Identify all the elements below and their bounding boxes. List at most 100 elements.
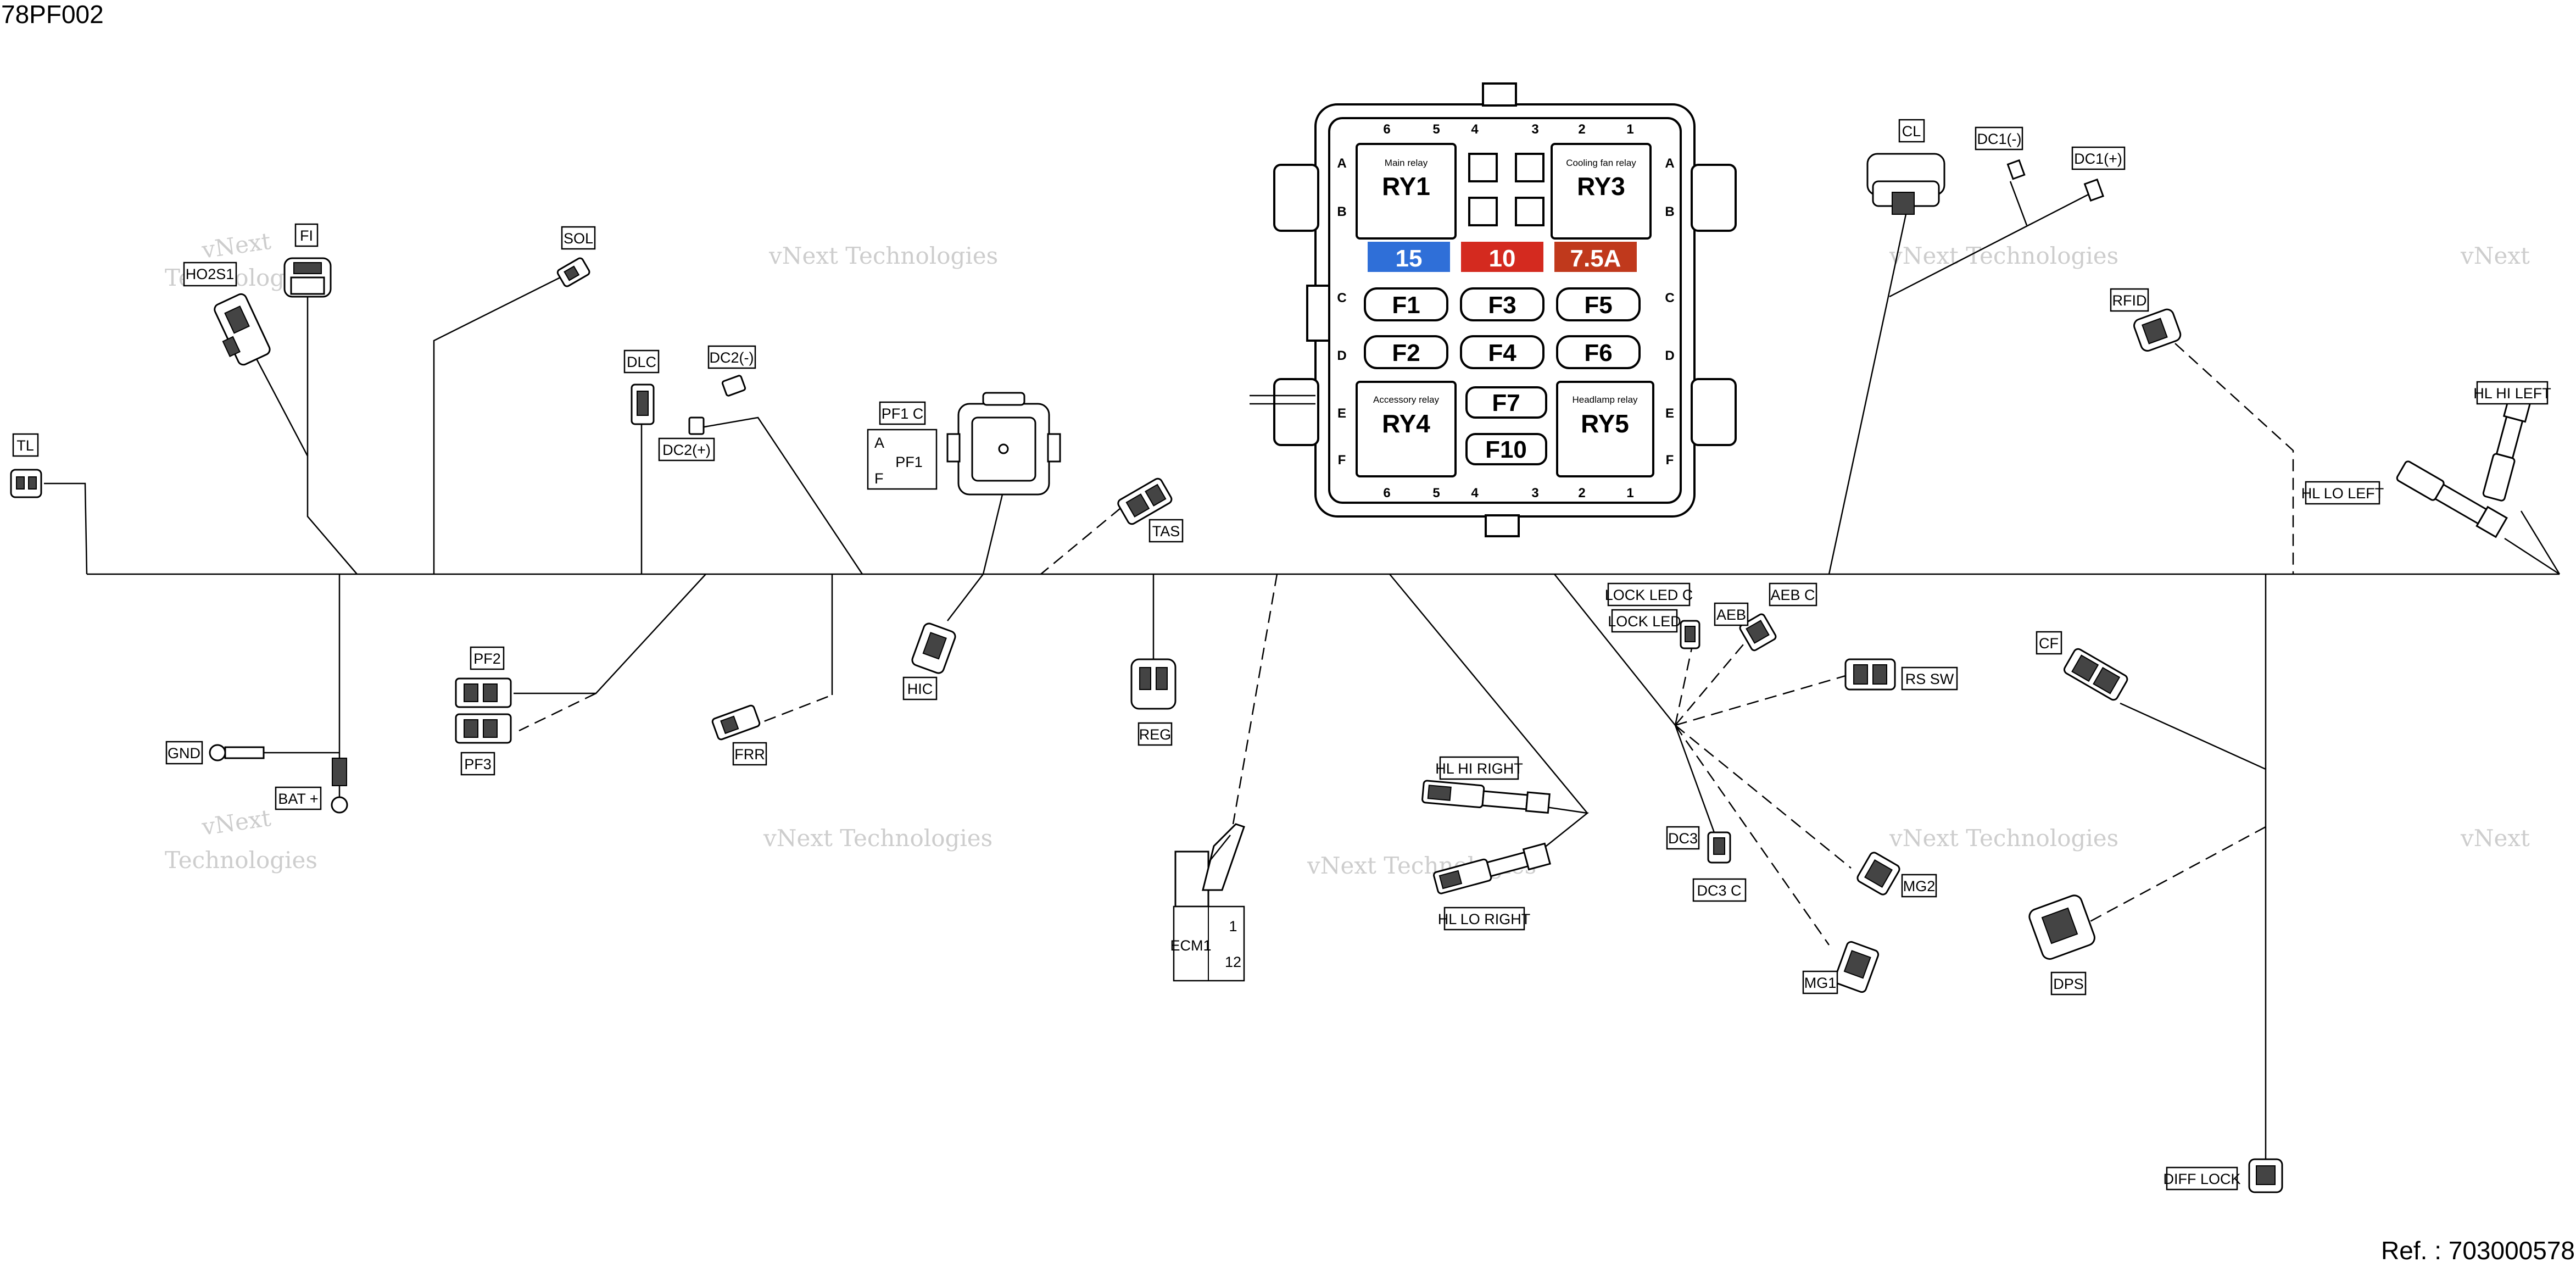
label-rfid: RFID [2112,292,2147,309]
ecm1-connector-icon [1174,823,1245,908]
row-right-a: A [1665,156,1674,171]
pin-top-5: 5 [1432,122,1440,137]
aeb-connector-icon [1739,613,1777,652]
watermark-line8: vNext Technologies [763,825,993,852]
wire-hl-lo-left [2504,537,2560,575]
wire-pf3 [518,692,596,732]
row-right-e: E [1665,406,1674,421]
watermark-line5: vNext [2460,242,2530,269]
label-bat-plus: BAT + [278,791,318,807]
label-hl-lo-left: HL LO LEFT [2301,485,2384,502]
dlc-connector-icon [631,383,655,425]
dc2-connector-icon [688,375,746,435]
fi-connector-icon [283,257,332,298]
watermark-line1: vNext [200,227,273,264]
pin-top-1: 1 [1626,122,1633,137]
label-dlc: DLC [627,354,656,370]
label-ho2s1: HO2S1 [186,266,235,282]
label-tl: TL [16,437,34,454]
wire-pf2 [514,574,706,694]
label-frr: FRR [734,746,765,763]
fuse-f6 [1556,335,1641,369]
label-aeb-c: AEB C [1770,587,1815,603]
pin-top-2: 2 [1578,122,1585,137]
row-left-e: E [1337,406,1346,421]
row-right-c: C [1665,291,1674,305]
relay-ry5 [1556,381,1654,477]
label-gnd: GND [168,745,200,761]
fuse-f10-label: F10 [1485,436,1527,463]
relay-ry3-desc: Cooling fan relay [1566,158,1636,168]
wire-tas [1040,508,1121,575]
relay-ry4-label: RY4 [1382,409,1430,438]
wire-mg2 [1675,725,1852,869]
wire-dc1 [1889,191,2093,298]
dc1-connector-icon [2006,159,2105,202]
wire-sol [433,276,561,574]
connector-glyphs [10,153,2532,1193]
fuse-f4-label: F4 [1488,340,1516,366]
wire-dps [2087,826,2266,924]
battery-terminal-icon [331,758,348,814]
gnd-ring-terminal-icon [209,744,265,761]
frr-connector-icon [711,704,761,741]
relay-ry4 [1356,381,1457,477]
cl-connector-icon [1866,153,1945,215]
pin-top-3: 3 [1531,122,1538,137]
hic-connector-icon [911,622,956,674]
hl-hi-left-connector-icon [2482,393,2532,502]
row-left-d: D [1337,348,1346,363]
label-reg: REG [1139,726,1172,743]
fuse-f6-label: F6 [1584,340,1612,366]
wire-aeb [1675,637,1750,726]
wire-cf [2120,702,2266,770]
wire-hl-hi-left [2520,510,2561,575]
fuse-f5 [1556,287,1641,321]
wire-ecm1 [1232,574,1278,825]
label-diff-lock: DIFF LOCK [2163,1171,2240,1187]
label-ecm1-pin-1: 1 [1229,918,1237,935]
fuse-f2-label: F2 [1392,340,1420,366]
label-hl-hi-left: HL HI LEFT [2473,385,2551,402]
label-dc3-c: DC3 C [1697,882,1741,899]
fuse-f5-label: F5 [1584,292,1612,319]
fuse-rating-7-5a-swatch [1554,242,1637,272]
label-pf1-pin-a: A [874,435,884,451]
wire-hub [1554,574,1676,726]
dc3-connector-icon [1707,831,1731,864]
wire-tl [44,482,88,575]
label-pf3: PF3 [464,756,492,772]
fuse-rating-10: 10 [1489,245,1516,272]
reference-number: Ref. : 703000578 [2381,1236,2575,1262]
pin-bottom-4: 4 [1471,486,1479,501]
label-pf1-pin-f: F [874,470,884,487]
hl-lo-right-connector-icon [1433,842,1551,894]
fuse-f4 [1460,335,1545,369]
wire-pf1 [982,494,1003,575]
fuse-f7-label: F7 [1492,390,1520,416]
connector-labels: TL HO2S1 FI SOL DLC DC2(-) DC2(+) PF1 C … [12,119,2551,1191]
label-pf1: PF1 [895,454,923,470]
row-left-b: B [1337,204,1346,219]
label-dps: DPS [2053,976,2084,992]
watermark-line11: vNext [2460,825,2530,852]
tas-connector-icon [1117,477,1173,525]
label-mg2: MG2 [1903,878,1936,894]
sol-connector-icon [556,257,590,287]
relay-ry5-desc: Headlamp relay [1572,394,1638,405]
reg-connector-icon [1130,658,1177,710]
label-hl-lo-right: HL LO RIGHT [1438,911,1531,927]
label-pf1-c: PF1 C [882,405,924,422]
row-left-f: F [1338,453,1346,468]
label-sol: SOL [564,230,593,247]
label-mg1: MG1 [1804,975,1837,991]
label-cf: CF [2039,635,2059,652]
row-left-a: A [1337,156,1346,171]
harness-wires [44,181,2561,1165]
fuse-f1 [1364,287,1448,321]
fuse-f10 [1465,433,1547,465]
watermark-line6: vNext [200,804,273,841]
label-dc2-minus: DC2(-) [710,349,754,366]
wire-dc1-minus [2009,181,2028,226]
